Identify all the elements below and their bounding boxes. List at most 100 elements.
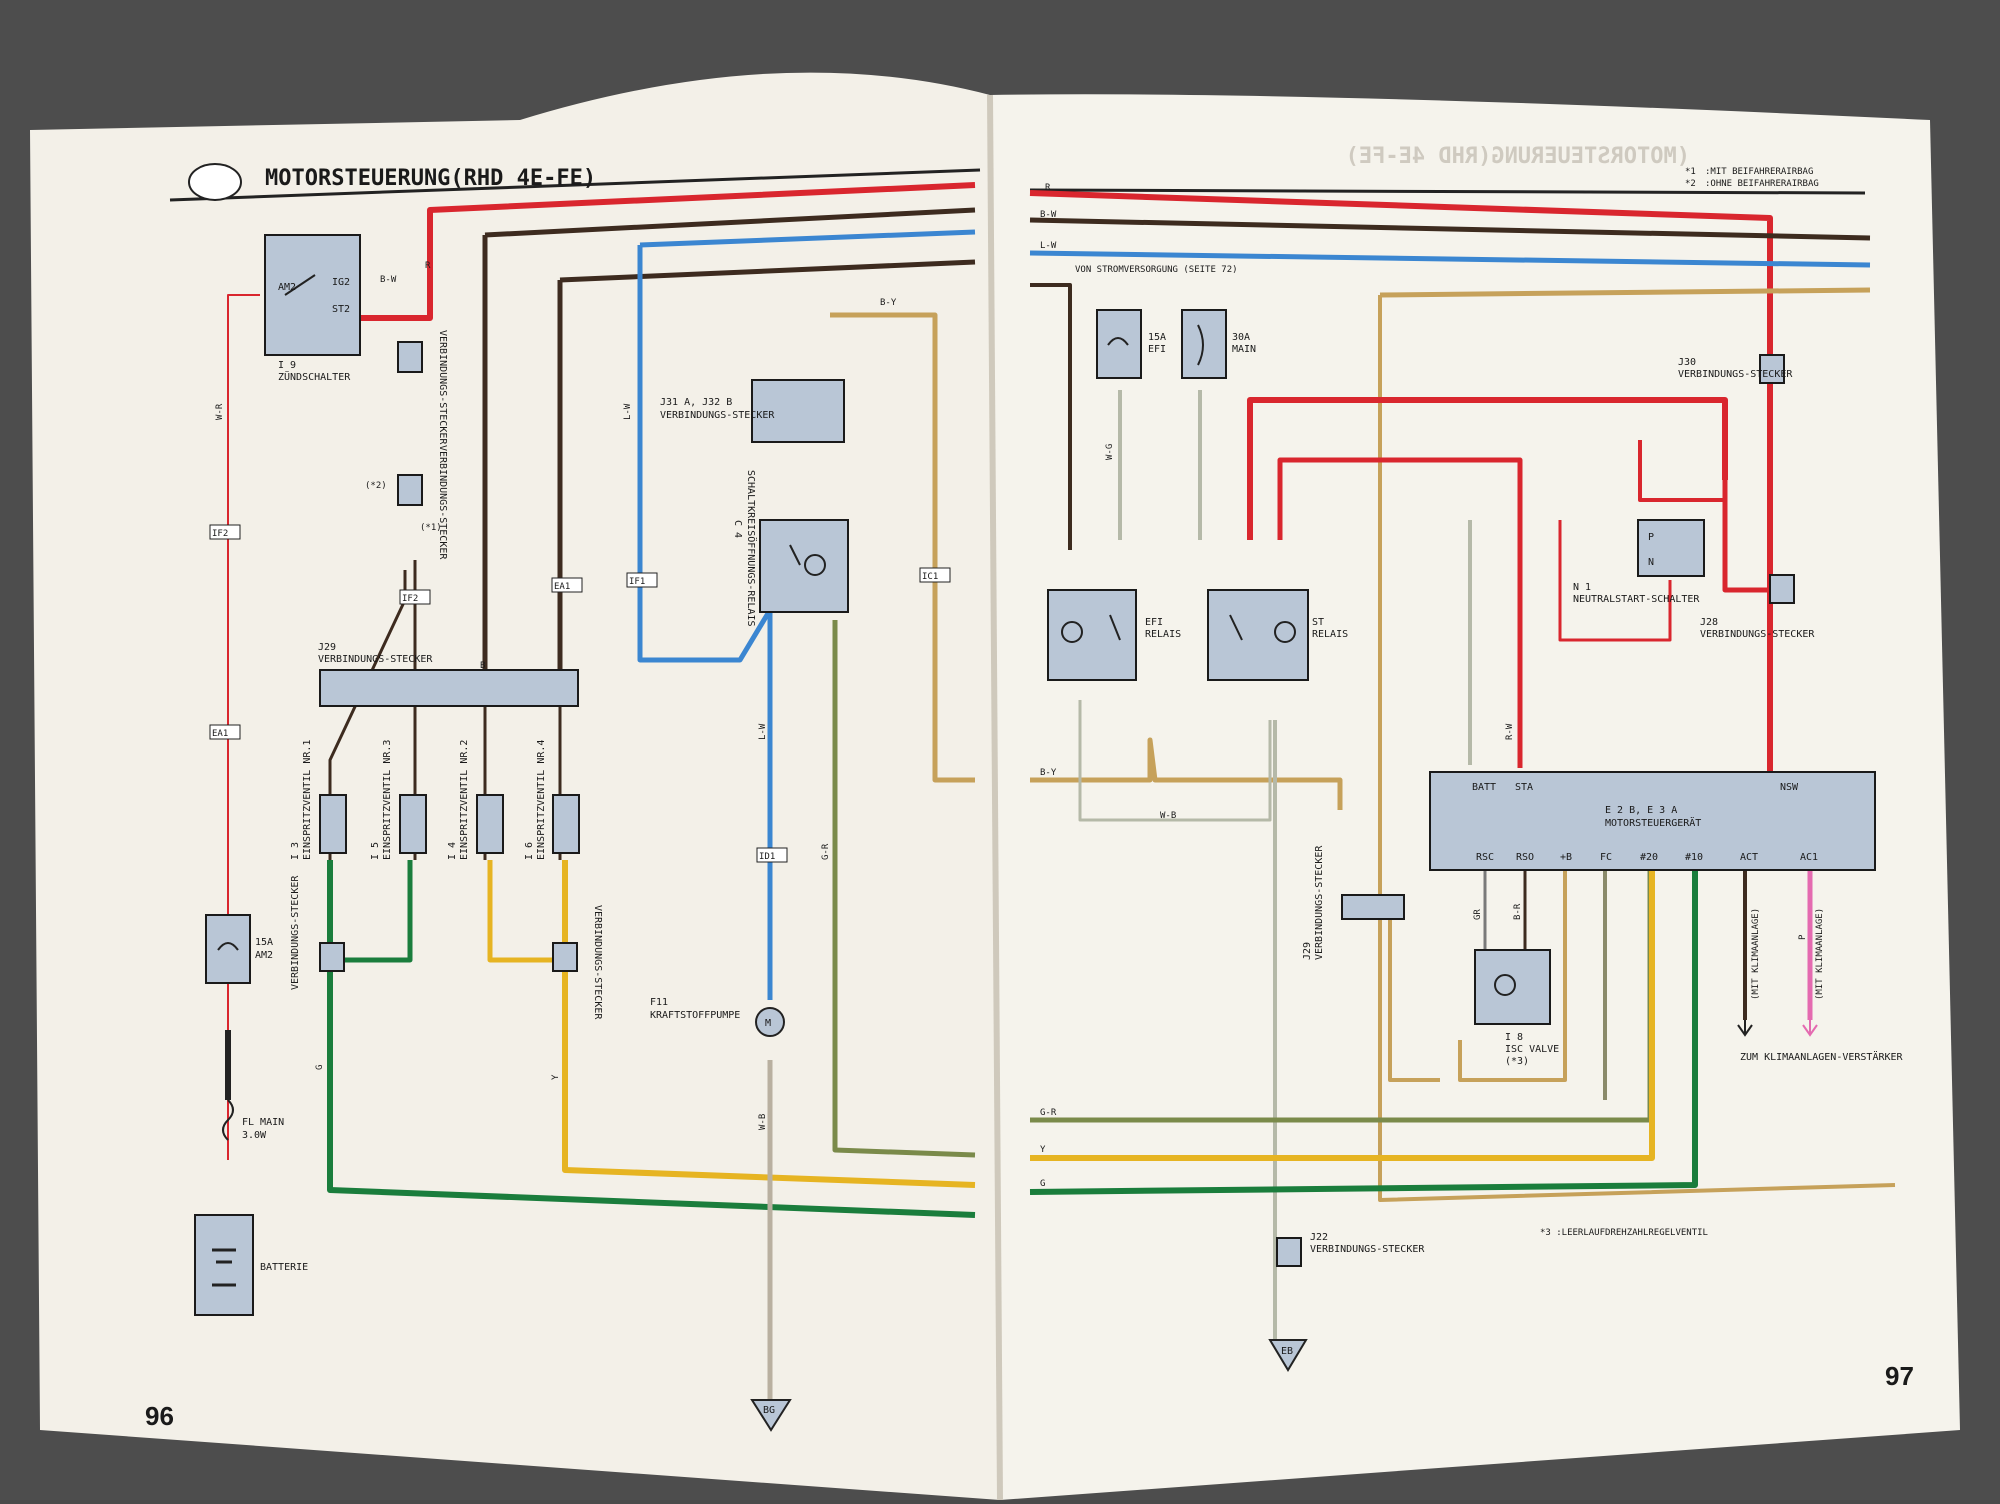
svg-text:30A: 30A xyxy=(1232,332,1250,343)
svg-text:VERBINDUNGS-STECKER: VERBINDUNGS-STECKER xyxy=(1700,629,1815,640)
ground-bg: BG xyxy=(750,1399,792,1432)
svg-text:AC1: AC1 xyxy=(1800,852,1818,863)
svg-text:MAIN: MAIN xyxy=(1232,344,1256,355)
svg-text:ISC VALVE: ISC VALVE xyxy=(1505,1044,1559,1055)
svg-text:VERBINDUNGS-STECKER: VERBINDUNGS-STECKER xyxy=(437,330,448,445)
svg-text:G-R: G-R xyxy=(821,843,831,860)
svg-text:L-W: L-W xyxy=(758,723,768,740)
svg-text:15A: 15A xyxy=(1148,332,1166,343)
wire-by-right-top xyxy=(1379,287,1871,298)
svg-text:F11: F11 xyxy=(650,997,668,1008)
ac-amplifier-label: ZUM KLIMAANLAGEN-VERSTÄRKER (MIT KLIMAAN… xyxy=(1737,908,1904,1063)
svg-text:#10: #10 xyxy=(1685,852,1703,863)
left-page-title: MOTORSTEUERUNG(RHD 4E-FE) xyxy=(265,166,596,191)
neutral-start-switch: P N N 1 NEUTRALSTART-SCHALTER xyxy=(1573,519,1705,605)
isc-valve: I 8 ISC VALVE (*3) xyxy=(1474,949,1559,1067)
svg-text:AM2: AM2 xyxy=(278,282,296,293)
svg-text:L-W: L-W xyxy=(1040,241,1057,251)
wire-by-right-mid xyxy=(1030,737,1343,810)
svg-text:BATT: BATT xyxy=(1472,782,1496,793)
wire-bw-top-1 xyxy=(484,207,976,238)
svg-text:FL MAIN: FL MAIN xyxy=(242,1117,284,1128)
svg-text:SCHALTKREISÖFFNUNGS-RELAIS: SCHALTKREISÖFFNUNGS-RELAIS xyxy=(745,470,758,627)
svg-text:BATTERIE: BATTERIE xyxy=(260,1262,308,1273)
svg-text::MIT BEIFAHRERAIRBAG: :MIT BEIFAHRERAIRBAG xyxy=(1705,167,1813,177)
wire-gr-left xyxy=(832,620,976,1158)
svg-text:B-Y: B-Y xyxy=(1040,768,1057,778)
svg-text:MOTORSTEUERGERÄT: MOTORSTEUERGERÄT xyxy=(1605,816,1701,829)
wire-lw-1 xyxy=(637,245,773,663)
svg-text:L-W: L-W xyxy=(623,403,633,420)
wire-wr xyxy=(227,294,260,1160)
ignition-switch-id: I 9 xyxy=(278,360,296,371)
svg-text:B-Y: B-Y xyxy=(880,298,897,308)
svg-text:GR: GR xyxy=(1473,909,1483,920)
svg-text:NEUTRALSTART-SCHALTER: NEUTRALSTART-SCHALTER xyxy=(1573,594,1700,605)
svg-text:ID1: ID1 xyxy=(759,852,775,862)
svg-text:RELAIS: RELAIS xyxy=(1145,629,1181,640)
svg-text:J29: J29 xyxy=(1302,942,1313,960)
svg-text:RSO: RSO xyxy=(1516,852,1534,863)
svg-text:EB: EB xyxy=(1281,1346,1293,1357)
svg-text:EINSPRITZVENTIL NR.4: EINSPRITZVENTIL NR.4 xyxy=(536,740,547,860)
connector-j25: VERBINDUNGS-STECKER xyxy=(397,445,448,560)
svg-text:ST2: ST2 xyxy=(332,304,350,315)
svg-text:*1: *1 xyxy=(1685,167,1696,177)
svg-text:EFI: EFI xyxy=(1145,617,1163,628)
book-spine xyxy=(987,94,1003,1501)
connector-j29-right-page: J29 VERBINDUNGS-STECKER xyxy=(1302,845,1405,960)
svg-text:3.0W: 3.0W xyxy=(242,1130,267,1141)
svg-text:C 4: C 4 xyxy=(732,520,743,538)
wire-lw-top xyxy=(639,229,976,248)
svg-text:STA: STA xyxy=(1515,782,1533,793)
battery: BATTERIE xyxy=(194,1214,308,1316)
svg-text:NSW: NSW xyxy=(1780,782,1799,793)
svg-text:IF1: IF1 xyxy=(629,577,645,587)
svg-text:I 4: I 4 xyxy=(447,842,458,860)
injector-nr2: I 4 EINSPRITZVENTIL NR.2 xyxy=(447,740,504,860)
left-page-number: 96 xyxy=(145,1401,174,1431)
wire-by-left xyxy=(830,312,975,783)
connector-j22: J22 VERBINDUNGS-STECKER xyxy=(1276,1232,1425,1267)
svg-text:FC: FC xyxy=(1600,852,1612,863)
svg-text:R: R xyxy=(1045,183,1051,193)
wire-bw-top-2 xyxy=(559,259,976,283)
connector-j30: J30 VERBINDUNGS-STECKER xyxy=(1678,354,1793,384)
wire-bw-right xyxy=(1029,217,1871,241)
svg-text:VERBINDUNGS-STECKER: VERBINDUNGS-STECKER xyxy=(318,654,433,665)
connector-j28-left: VERBINDUNGS-STECKER xyxy=(290,875,345,990)
svg-text:AM2: AM2 xyxy=(255,950,273,961)
wire-by-b xyxy=(1458,870,1567,1082)
connector-j33: VERBINDUNGS-STECKER xyxy=(397,330,448,445)
fuse-efi: 15A EFI xyxy=(1096,309,1166,379)
svg-text:P: P xyxy=(1648,532,1654,543)
injector-nr3: I 5 EINSPRITZVENTIL NR.3 xyxy=(370,740,427,860)
svg-text:IF2: IF2 xyxy=(402,594,418,604)
wire-red-top xyxy=(360,182,976,321)
ground-eb: EB xyxy=(1268,1339,1308,1372)
svg-text:M: M xyxy=(765,1018,771,1029)
wire-y-right xyxy=(1030,870,1655,1161)
svg-text:W-G: W-G xyxy=(1105,444,1115,460)
circuit-opening-relay: C 4 SCHALTKREISÖFFNUNGS-RELAIS xyxy=(732,470,849,627)
svg-text:EFI: EFI xyxy=(1148,344,1166,355)
svg-text:ZUM KLIMAANLAGEN-VERSTÄRKER: ZUM KLIMAANLAGEN-VERSTÄRKER xyxy=(1740,1050,1904,1063)
injector-nr4: I 6 EINSPRITZVENTIL NR.4 xyxy=(524,740,580,860)
svg-text:VERBINDUNGS-STECKER: VERBINDUNGS-STECKER xyxy=(437,445,448,560)
svg-text:IC1: IC1 xyxy=(922,572,938,582)
svg-text:(*3): (*3) xyxy=(1505,1056,1529,1067)
connector-j31-j32: J31 A, J32 B VERBINDUNGS-STECKER xyxy=(660,379,845,443)
connector-j29-bar: J29 VERBINDUNGS-STECKER xyxy=(318,642,579,707)
svg-text:I 3: I 3 xyxy=(290,842,301,860)
svg-text:EINSPRITZVENTIL NR.1: EINSPRITZVENTIL NR.1 xyxy=(302,740,313,860)
wire-wb-st xyxy=(1078,700,1272,822)
left-wire-labels: R B-W L-W W-R B-Y L-W G-R W-B Y G B xyxy=(215,261,897,1130)
fuel-pump: M F11 KRAFTSTOFFPUMPE xyxy=(650,997,785,1037)
wire-by-j29 xyxy=(1388,900,1440,1082)
st-relay: ST RELAIS xyxy=(1207,589,1348,681)
svg-text:J28: J28 xyxy=(1700,617,1718,628)
svg-text:J31 A, J32 B: J31 A, J32 B xyxy=(660,397,732,408)
svg-text:EA1: EA1 xyxy=(212,729,228,739)
